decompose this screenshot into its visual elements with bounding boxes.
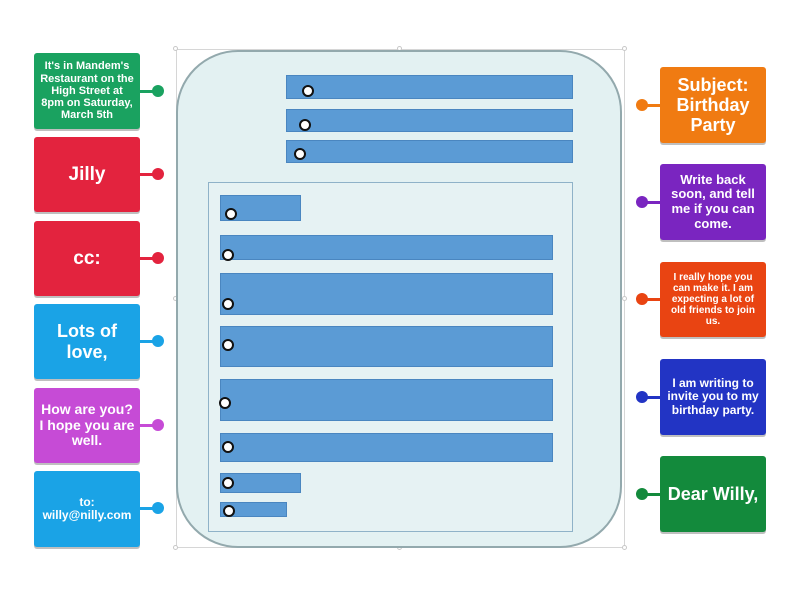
card-connector <box>641 201 660 204</box>
pin-dot-icon[interactable] <box>636 488 648 500</box>
label-card-lots-of-love[interactable]: Lots of love, <box>34 304 140 379</box>
card-text: I am writing to invite you to my birthda… <box>667 375 759 417</box>
pin-dot-icon[interactable] <box>152 168 164 180</box>
card-connector <box>140 90 158 93</box>
card-connector <box>641 104 660 107</box>
pin-dot-icon[interactable] <box>152 85 164 97</box>
slot-anchor-dot <box>225 208 237 220</box>
label-card-how-are-you[interactable]: How are you? I hope you are well. <box>34 388 140 463</box>
pin-dot-icon[interactable] <box>636 99 648 111</box>
label-card-hope-you-can-make-it[interactable]: I really hope you can make it. I am expe… <box>660 262 766 337</box>
slot-anchor-dot <box>222 339 234 351</box>
card-text: It's in Mandem's Restaurant on the High … <box>40 60 134 122</box>
card-text: How are you? I hope you are well. <box>39 400 135 449</box>
card-text: I really hope you can make it. I am expe… <box>671 271 755 328</box>
label-card-to-address[interactable]: to: willy@nilly.com <box>34 471 140 547</box>
slot-anchor-dot <box>302 85 314 97</box>
slot-anchor-dot <box>222 298 234 310</box>
card-text: Write back soon, and tell me if you can … <box>671 171 755 231</box>
drop-slot-header-2[interactable] <box>286 109 573 132</box>
card-connector <box>140 507 158 510</box>
label-card-writing-to-invite[interactable]: I am writing to invite you to my birthda… <box>660 359 766 435</box>
resize-handle[interactable] <box>622 545 627 550</box>
label-card-venue[interactable]: It's in Mandem's Restaurant on the High … <box>34 53 140 129</box>
resize-handle[interactable] <box>173 46 178 51</box>
label-card-jilly[interactable]: Jilly <box>34 137 140 212</box>
drop-slot-header-1[interactable] <box>286 75 573 99</box>
label-card-subject[interactable]: Subject: Birthday Party <box>660 67 766 143</box>
drop-slot-body-2[interactable] <box>220 235 553 260</box>
card-text: Subject: Birthday Party <box>676 74 750 136</box>
label-card-cc[interactable]: cc: <box>34 221 140 296</box>
drop-slot-body-8[interactable] <box>220 502 287 517</box>
card-text: Jilly <box>68 163 106 185</box>
pin-dot-icon[interactable] <box>152 502 164 514</box>
slot-anchor-dot <box>222 441 234 453</box>
pin-dot-icon[interactable] <box>636 196 648 208</box>
slot-anchor-dot <box>219 397 231 409</box>
card-text: Dear Willy, <box>667 483 759 504</box>
drop-slot-body-5[interactable] <box>220 379 553 421</box>
pin-dot-icon[interactable] <box>636 391 648 403</box>
card-connector <box>140 424 158 427</box>
slot-anchor-dot <box>222 477 234 489</box>
drop-slot-body-3[interactable] <box>220 273 553 315</box>
drop-slot-body-7[interactable] <box>220 473 301 493</box>
drop-slot-header-3[interactable] <box>286 140 573 163</box>
label-card-write-back[interactable]: Write back soon, and tell me if you can … <box>660 164 766 240</box>
label-card-dear-willy[interactable]: Dear Willy, <box>660 456 766 532</box>
pin-dot-icon[interactable] <box>152 252 164 264</box>
pin-dot-icon[interactable] <box>636 293 648 305</box>
drop-slot-body-4[interactable] <box>220 326 553 367</box>
card-connector <box>641 298 660 301</box>
resize-handle[interactable] <box>622 296 627 301</box>
card-text: cc: <box>73 247 101 269</box>
card-connector <box>641 396 660 399</box>
resize-handle[interactable] <box>173 545 178 550</box>
card-connector <box>140 257 158 260</box>
card-connector <box>140 173 158 176</box>
card-text: to: willy@nilly.com <box>42 494 132 522</box>
pin-dot-icon[interactable] <box>152 335 164 347</box>
card-text: Lots of love, <box>57 321 117 362</box>
pin-dot-icon[interactable] <box>152 419 164 431</box>
drop-slot-body-6[interactable] <box>220 433 553 462</box>
slot-anchor-dot <box>294 148 306 160</box>
slot-anchor-dot <box>299 119 311 131</box>
slot-anchor-dot <box>222 249 234 261</box>
card-connector <box>140 340 158 343</box>
resize-handle[interactable] <box>622 46 627 51</box>
card-connector <box>641 493 660 496</box>
slot-anchor-dot <box>223 505 235 517</box>
